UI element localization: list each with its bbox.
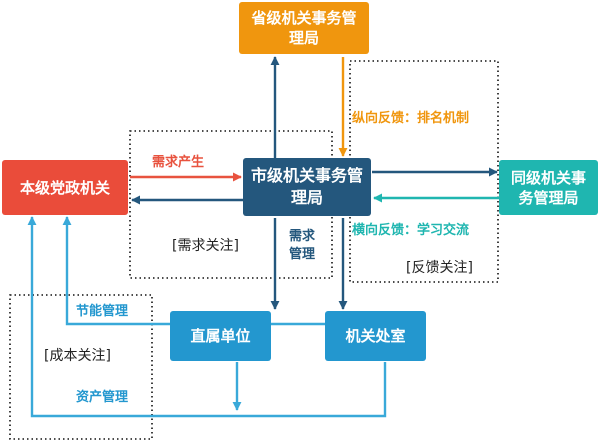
peer-bureau-node: 同级机关事务管理局	[499, 160, 598, 215]
cost-focus-region	[9, 294, 153, 440]
offices-label: 机关处室	[345, 327, 406, 345]
party-organs-node: 本级党政机关	[2, 160, 128, 215]
city-bureau-node: 市级机关事务管理局	[243, 158, 371, 216]
direct-units-label: 直属单位	[190, 327, 251, 345]
feedback-focus-note: [反馈关注]	[406, 260, 473, 276]
demand-management-label: 需求管理	[289, 229, 316, 262]
peer-bureau-label: 同级机关事务管理局	[510, 168, 586, 207]
city-bureau-label: 市级机关事务管理局	[250, 166, 363, 207]
province-bureau-label: 省级机关事务管理局	[251, 9, 357, 47]
direct-units-node: 直属单位	[170, 311, 271, 361]
arrow-office-to-party-outer	[27, 216, 387, 418]
arrow-direct-to-party-energy	[62, 216, 170, 326]
party-organs-label: 本级党政机关	[19, 178, 110, 197]
asset-management-label: 资产管理	[76, 390, 129, 405]
horizontal-feedback-label: 横向反馈：学习交流	[352, 223, 470, 238]
demand-generated-label: 需求产生	[152, 155, 205, 170]
demand-focus-note: [需求关注]	[172, 238, 239, 254]
offices-node: 机关处室	[325, 311, 426, 361]
energy-management-label: 节能管理	[76, 304, 129, 319]
vertical-feedback-label: 纵向反馈：排名机制	[352, 111, 470, 126]
cost-focus-note: [成本关注]	[44, 348, 111, 364]
province-bureau-node: 省级机关事务管理局	[239, 2, 369, 54]
